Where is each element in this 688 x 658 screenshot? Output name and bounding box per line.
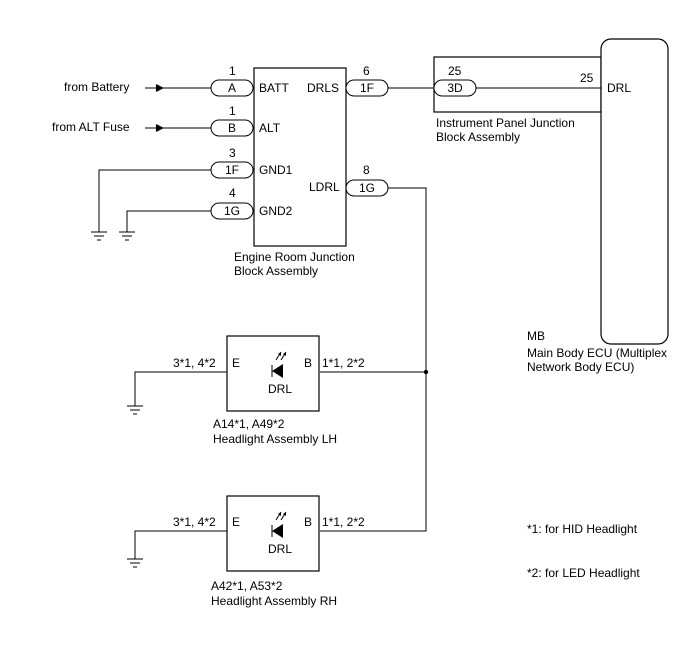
rh-e-pins: 3*1, 4*2 xyxy=(173,515,216,529)
led-diode-icon xyxy=(271,511,287,538)
drls-pin-name: DRLS xyxy=(307,81,339,95)
splice-point xyxy=(423,369,429,375)
rh-ground-wire xyxy=(134,530,227,559)
lh-lamp-label: DRL xyxy=(268,382,292,396)
lh-b-pins: 1*1, 2*2 xyxy=(322,356,365,370)
headlight-rh-box xyxy=(226,495,320,572)
ground-icon xyxy=(119,231,135,241)
lh-code: A14*1, A49*2 xyxy=(213,417,285,431)
rh-lamp-label: DRL xyxy=(268,542,292,556)
erjb-title-line2: Block Assembly xyxy=(234,264,318,278)
lh-e-label: E xyxy=(232,356,240,370)
gnd2-connector-label: 1G xyxy=(224,204,240,218)
rh-b-label: B xyxy=(304,515,312,529)
headlight-lh-box xyxy=(226,335,320,412)
ldrl-pin-number: 8 xyxy=(363,163,370,177)
ecu-pin-name: DRL xyxy=(607,81,631,95)
ground-icon xyxy=(91,231,107,241)
gnd1-pin-number: 3 xyxy=(229,146,236,160)
alt-pin-name: ALT xyxy=(259,121,281,135)
lh-e-pins: 3*1, 4*2 xyxy=(173,356,216,370)
rh-b-pins: 1*1, 2*2 xyxy=(322,515,365,529)
ground-icon xyxy=(127,558,143,568)
lh-b-label: B xyxy=(304,356,312,370)
alt-connector-label: B xyxy=(228,121,236,135)
drls-pin-number: 6 xyxy=(363,64,370,78)
gnd1-wire xyxy=(98,169,211,232)
batt-connector-label: A xyxy=(228,81,236,95)
alt-connector xyxy=(210,119,254,137)
main-body-ecu xyxy=(600,38,669,345)
batt-pin-number: 1 xyxy=(229,64,236,78)
gnd2-pin-name: GND2 xyxy=(259,204,293,218)
note-hid: *1: for HID Headlight xyxy=(527,522,638,536)
rh-code: A42*1, A53*2 xyxy=(211,579,283,593)
ipjb-pin-number: 25 xyxy=(448,64,462,78)
alt-pin-number: 1 xyxy=(229,104,236,118)
gnd1-connector-label: 1F xyxy=(225,163,239,177)
ecu-title-line1: Main Body ECU (Multiplex xyxy=(527,346,667,360)
ground-icon xyxy=(127,405,143,415)
batt-connector xyxy=(210,79,254,97)
ipjb-connector-label: 3D xyxy=(447,81,463,95)
batt-pin-name: BATT xyxy=(259,81,289,95)
engine-room-junction-block xyxy=(253,67,347,247)
ecu-title-line2: Network Body ECU) xyxy=(527,360,634,374)
gnd2-pin-number: 4 xyxy=(229,186,236,200)
ldrl-pin-name: LDRL xyxy=(309,180,340,194)
rh-e-label: E xyxy=(232,515,240,529)
ldrl-wire xyxy=(320,187,427,532)
ecu-code: MB xyxy=(527,329,545,343)
ldrl-connector-label: 1G xyxy=(359,181,375,195)
erjb-title-line1: Engine Room Junction xyxy=(234,250,355,264)
ipjb-title-line1: Instrument Panel Junction xyxy=(436,116,575,130)
led-diode-icon xyxy=(271,351,287,378)
from-alt-fuse-label: from ALT Fuse xyxy=(52,120,130,134)
ecu-pin-number: 25 xyxy=(580,71,594,85)
rh-title: Headlight Assembly RH xyxy=(211,594,337,608)
gnd1-pin-name: GND1 xyxy=(259,163,293,177)
lh-title: Headlight Assembly LH xyxy=(213,432,337,446)
drls-connector-label: 1F xyxy=(360,81,374,95)
from-battery-label: from Battery xyxy=(64,80,129,94)
lh-ground-wire xyxy=(134,371,227,406)
ipjb-title-line2: Block Assembly xyxy=(436,130,520,144)
note-led: *2: for LED Headlight xyxy=(527,566,640,580)
gnd2-wire xyxy=(126,210,211,232)
